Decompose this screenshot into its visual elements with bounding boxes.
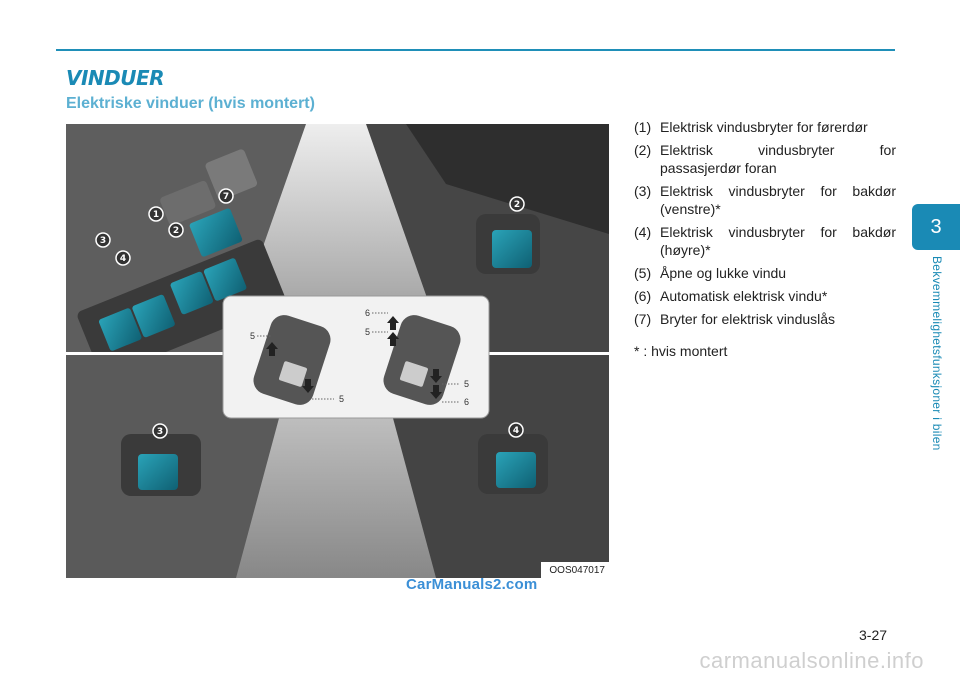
inset-label-6-down: 6	[464, 397, 469, 407]
svg-text:2: 2	[173, 226, 179, 236]
section-title: VINDUER	[66, 66, 165, 90]
svg-text:2: 2	[514, 200, 520, 210]
callout-4b: 4	[508, 422, 524, 438]
list-item: (5)Åpne og lukke vindu	[634, 265, 787, 281]
callout-1: 1	[148, 206, 164, 222]
svg-text:1: 1	[153, 210, 159, 220]
list-item: (1)Elektrisk vindusbryter for førerdør	[634, 119, 868, 135]
inset-label-6-up: 6	[365, 308, 370, 318]
subsection-title: Elektriske vinduer (hvis montert)	[66, 95, 315, 112]
legend-list: (1)Elektrisk vindusbryter for førerdør (…	[634, 118, 896, 333]
list-item: (6)Automatisk elektrisk vindu*	[634, 288, 828, 304]
list-item: (7)Bryter for elektrisk vinduslås	[634, 311, 836, 327]
top-rule	[56, 49, 895, 51]
list-item: (2)Elektrisk vindusbryter for passasjerd…	[634, 142, 896, 176]
svg-text:4: 4	[120, 254, 126, 264]
svg-text:7: 7	[223, 192, 229, 202]
figure-illustration: 1 2 3 4 7 2 3 4	[66, 124, 609, 578]
callout-7: 7	[218, 188, 234, 204]
chapter-title: Bekvemmelighetsfunksjoner i bilen	[930, 256, 944, 451]
callout-4: 4	[115, 250, 131, 266]
page-number: 3-27	[859, 627, 888, 643]
site-banner[interactable]: carmanualsonline.info	[0, 646, 960, 676]
callout-2b: 2	[509, 196, 525, 212]
window-switch-figure: 1 2 3 4 7 2 3 4	[66, 124, 609, 578]
list-item: (4)Elektrisk vindusbryter for bakdør (hø…	[634, 224, 896, 258]
inset-label-5-up: 5	[250, 331, 255, 341]
switch-operation-inset: 5 5 6 5 5 6	[222, 295, 490, 419]
svg-text:4: 4	[513, 426, 519, 436]
callout-3b: 3	[152, 423, 168, 439]
watermark[interactable]: CarManuals2.com	[406, 576, 538, 593]
list-item: (3)Elektrisk vindusbryter for bakdør (ve…	[634, 183, 896, 217]
footnote: * : hvis montert	[634, 343, 728, 359]
callout-3: 3	[95, 232, 111, 248]
banner-text: carmanualsonline.info	[699, 648, 924, 673]
svg-text:3: 3	[100, 236, 106, 246]
figure-code: OOS047017	[541, 562, 609, 578]
callout-2: 2	[168, 222, 184, 238]
inset-label-5-up-right: 5	[365, 327, 370, 337]
inset-label-5-down-right: 5	[464, 379, 469, 389]
inset-label-5-down: 5	[339, 394, 344, 404]
chapter-tab: 3	[912, 204, 960, 250]
svg-text:3: 3	[157, 427, 163, 437]
